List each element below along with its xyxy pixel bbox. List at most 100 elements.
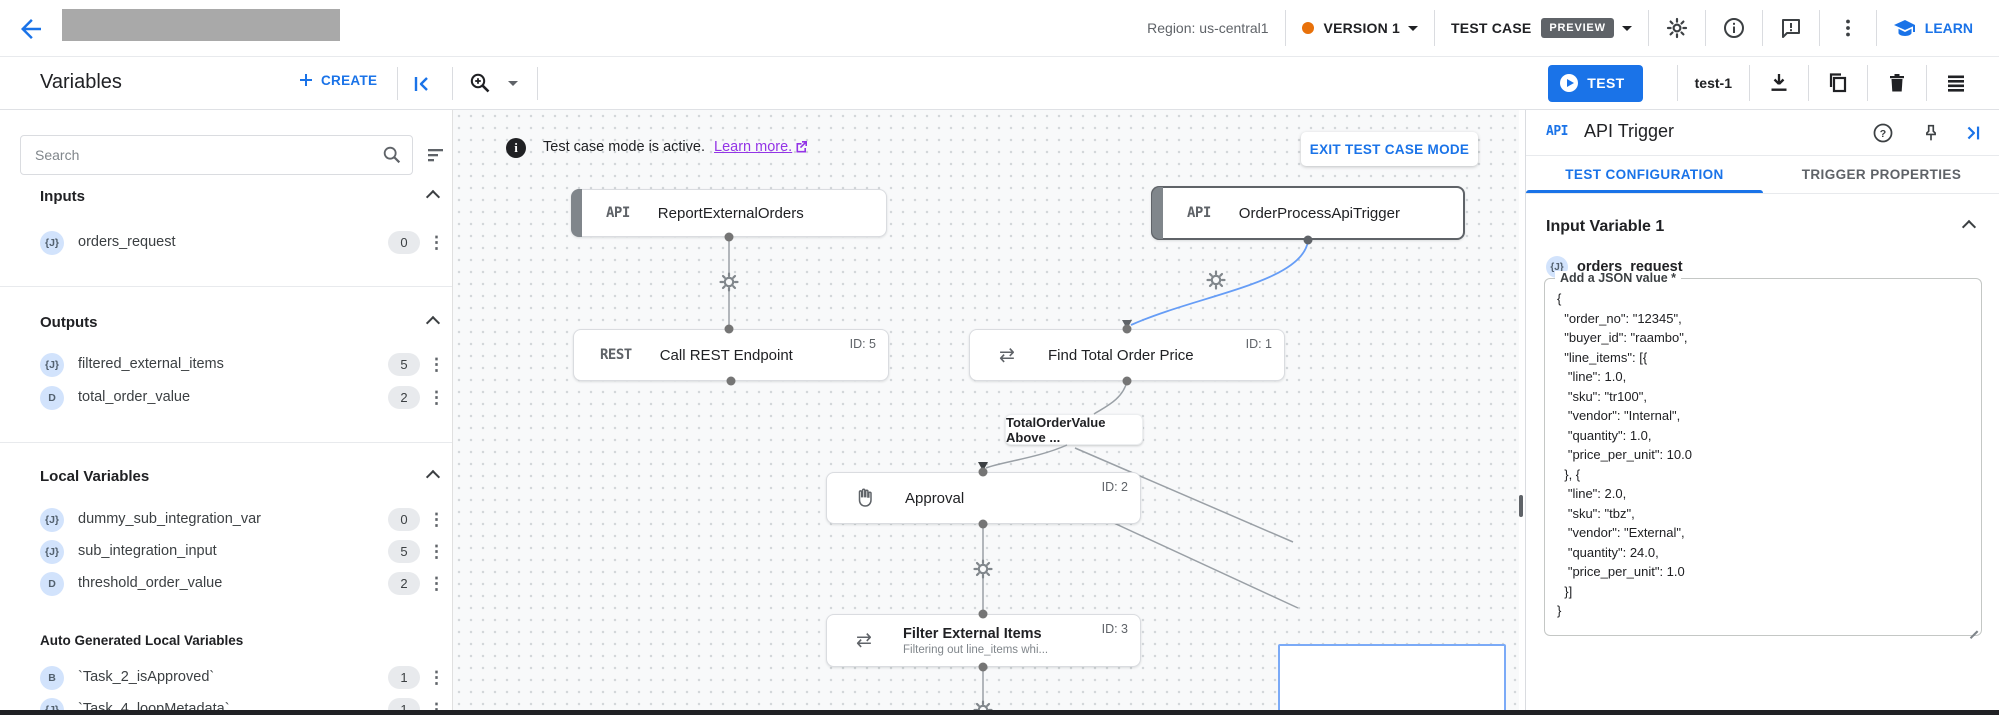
node-find-total-order-price[interactable]: ⇄ Find Total Order Price ID: 1 [969, 329, 1285, 381]
json-field-label: Add a JSON value * [1555, 271, 1682, 285]
divider [1875, 10, 1877, 46]
collapse-panel-left-icon[interactable] [410, 72, 434, 96]
download-icon [1771, 74, 1787, 91]
json-value-field: Add a JSON value * { "order_no": "12345"… [1544, 271, 1982, 636]
resize-handle[interactable] [1968, 622, 1978, 632]
exit-test-case-mode-button[interactable]: EXIT TEST CASE MODE [1301, 132, 1478, 166]
node-report-external-orders[interactable]: API ReportExternalOrders [571, 189, 887, 237]
usage-count-badge: 1 [388, 666, 420, 689]
node-title: ReportExternalOrders [657, 204, 804, 222]
collapse-section-icon[interactable] [1961, 219, 1977, 235]
divider [0, 286, 452, 287]
divider [1867, 65, 1868, 101]
edge-condition-label[interactable]: TotalOrderValue Above ... [1005, 414, 1143, 445]
node-order-process-api-trigger[interactable]: API OrderProcessApiTrigger [1151, 186, 1465, 240]
variable-menu-button[interactable]: ⋮ [428, 574, 445, 593]
node-title: Call REST Endpoint [659, 346, 793, 364]
json-value-input[interactable]: { "order_no": "12345", "buyer_id": "raam… [1557, 291, 1692, 618]
panel-title: API Trigger [1584, 121, 1675, 141]
node-approval[interactable]: Approval ID: 2 [826, 472, 1141, 524]
window-bottom-edge [0, 710, 1999, 715]
divider [397, 67, 398, 100]
node-id: ID: 2 [1101, 480, 1128, 494]
canvas-scrollbar-thumb[interactable] [1519, 495, 1523, 517]
banner-text: Test case mode is active. [543, 139, 705, 155]
version-status-dot [1301, 22, 1314, 34]
variable-name: `Task_2_isApproved` [78, 669, 215, 685]
node-filter-external-items[interactable]: ⇄ Filter External Items Filtering out li… [826, 614, 1141, 667]
redacted-integration-title [62, 9, 340, 41]
node-title: OrderProcessApiTrigger [1238, 204, 1400, 222]
collapse-panel-right-icon[interactable] [1962, 122, 1984, 144]
more-menu-button[interactable] [1820, 0, 1876, 56]
variable-menu-button[interactable]: ⋮ [428, 355, 445, 374]
pin-icon[interactable] [1920, 122, 1942, 144]
flow-canvas[interactable]: API ReportExternalOrders API OrderProces… [453, 110, 1519, 715]
learn-more-link[interactable]: Learn more. [714, 139, 793, 155]
variable-menu-button[interactable]: ⋮ [428, 233, 445, 252]
settings-button[interactable] [1649, 0, 1705, 56]
variable-row[interactable]: {J} filtered_external_items 5 ⋮ [0, 349, 452, 381]
info-button[interactable] [1706, 0, 1762, 56]
feedback-button[interactable] [1763, 0, 1819, 56]
divider [452, 67, 453, 100]
input-variable-section-title: Input Variable 1 [1546, 218, 1665, 235]
variable-row[interactable]: B `Task_2_isApproved` 1 ⋮ [0, 662, 452, 694]
variable-row[interactable]: {J} dummy_sub_integration_var 0 ⋮ [0, 504, 452, 536]
collapse-section-icon[interactable] [425, 469, 441, 485]
collapse-section-icon[interactable] [425, 315, 441, 331]
variable-name: sub_integration_input [78, 543, 217, 559]
variable-menu-button[interactable]: ⋮ [428, 388, 445, 407]
json-type-icon: {J} [40, 353, 64, 377]
variable-row[interactable]: D threshold_order_value 2 ⋮ [0, 568, 452, 600]
section-header-local-variables: Local Variables [40, 468, 150, 485]
variables-sidebar: Inputs {J} orders_request 0 ⋮ Outputs {J… [0, 110, 453, 715]
play-icon [1560, 74, 1579, 92]
double-type-icon: D [40, 572, 64, 596]
divider [1434, 10, 1436, 46]
tab-test-configuration[interactable]: TEST CONFIGURATION [1526, 156, 1763, 193]
variable-menu-button[interactable]: ⋮ [428, 542, 445, 561]
sort-icon[interactable] [425, 143, 449, 167]
delete-button[interactable] [1868, 57, 1926, 109]
back-arrow-icon[interactable] [16, 14, 46, 44]
test-case-name[interactable]: test-1 [1694, 75, 1732, 91]
double-type-icon: D [40, 386, 64, 410]
divider [1704, 10, 1706, 46]
usage-count-badge: 5 [388, 353, 420, 376]
variable-menu-button[interactable]: ⋮ [428, 510, 445, 529]
node-call-rest-endpoint[interactable]: REST Call REST Endpoint ID: 5 [573, 329, 889, 381]
info-icon [1723, 18, 1744, 38]
divider [1926, 65, 1927, 101]
search-input[interactable] [20, 135, 413, 175]
divider [1676, 65, 1678, 101]
variable-menu-button[interactable]: ⋮ [428, 668, 445, 687]
help-icon[interactable]: ? [1872, 122, 1894, 144]
approval-hand-icon [858, 488, 872, 507]
variable-row[interactable]: {J} sub_integration_input 5 ⋮ [0, 536, 452, 568]
log-menu-button[interactable] [1927, 57, 1985, 109]
download-button[interactable] [1750, 57, 1808, 109]
info-icon: i [506, 138, 526, 158]
section-header-auto-generated: Auto Generated Local Variables [40, 633, 244, 648]
variable-row[interactable]: {J} orders_request 0 ⋮ [0, 227, 452, 259]
duplicate-button[interactable] [1809, 57, 1867, 109]
version-label: VERSION 1 [1323, 20, 1401, 36]
trash-icon [1890, 74, 1904, 92]
boolean-type-icon: B [40, 666, 64, 690]
zoom-control[interactable] [468, 71, 518, 95]
test-case-selector[interactable]: TEST CASE PREVIEW [1435, 0, 1648, 56]
api-badge: API [1546, 124, 1568, 139]
tab-trigger-properties[interactable]: TRIGGER PROPERTIES [1801, 167, 1962, 182]
test-button[interactable]: TEST [1548, 64, 1643, 102]
version-selector[interactable]: VERSION 1 [1286, 0, 1435, 56]
variable-name: filtered_external_items [78, 356, 224, 372]
data-mapping-icon: ⇄ [856, 630, 872, 651]
learn-link[interactable]: LEARN [1877, 0, 1989, 56]
dense-menu-icon [1948, 75, 1964, 92]
collapse-section-icon[interactable] [425, 189, 441, 205]
create-variable-button[interactable]: CREATE [298, 72, 377, 88]
test-mode-banner: i Test case mode is active. Learn more. … [453, 132, 1519, 168]
variable-row[interactable]: D total_order_value 2 ⋮ [0, 382, 452, 414]
chevron-down-icon [1408, 25, 1419, 31]
